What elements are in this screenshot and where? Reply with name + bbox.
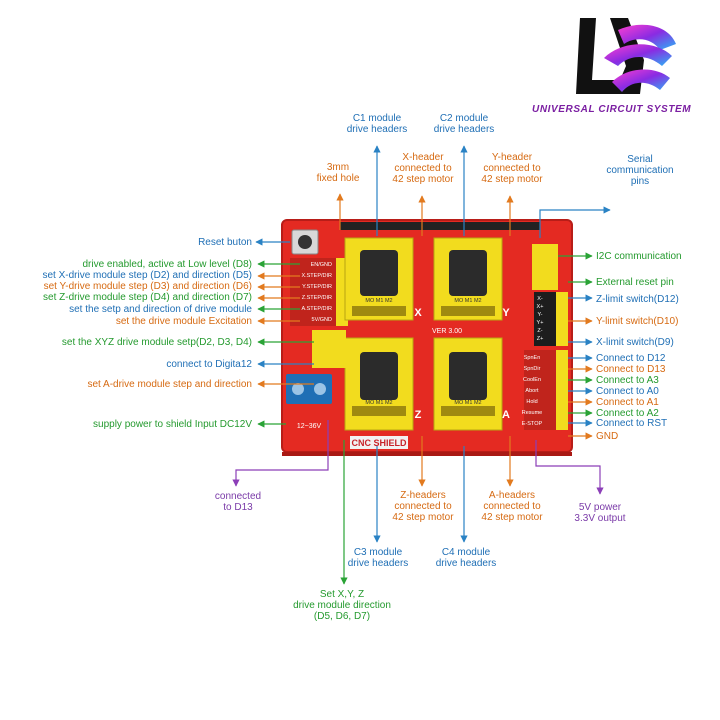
label-z-limit: Z-limit switch(D12) bbox=[596, 294, 679, 305]
label-setp-direction: set the setp and direction of drive modu… bbox=[69, 304, 252, 315]
board-axis-mark: Z bbox=[415, 409, 422, 421]
board-left-pin: A.STEP/DIR bbox=[301, 306, 332, 312]
top-header-row bbox=[340, 222, 540, 230]
board-bottom-pin: SpnDir bbox=[524, 366, 541, 372]
driver-chip-label: MO M1 M2 bbox=[365, 400, 392, 406]
driver-module-z bbox=[344, 337, 414, 431]
label-excitation: set the drive module Excitation bbox=[115, 316, 252, 327]
label-supply-power: supply power to shield Input DC12V bbox=[93, 419, 252, 430]
board-version: VER 3.00 bbox=[432, 328, 462, 335]
label-y-step: set Y-drive module step (D3) and directi… bbox=[43, 281, 252, 292]
board-title-plate bbox=[350, 436, 408, 449]
label-reset-button: Reset buton bbox=[198, 237, 252, 248]
label-connect-rst: Connect to RST bbox=[596, 418, 668, 429]
board-title: CNC SHIELD bbox=[351, 438, 407, 448]
label-x-limit: X-limit switch(D9) bbox=[596, 337, 674, 348]
board-right-pin: X- bbox=[537, 296, 543, 302]
board-bottom-pin: SpnEn bbox=[524, 355, 541, 361]
label-connect-d12: Connect to D12 bbox=[596, 353, 666, 364]
label-y-limit: Y-limit switch(D10) bbox=[596, 316, 679, 327]
driver-chip-label: MO M1 M2 bbox=[365, 298, 392, 304]
driver-module-x bbox=[344, 237, 414, 321]
board-right-pin: Y+ bbox=[537, 320, 544, 326]
reset-button bbox=[291, 229, 319, 255]
label-xyz-setp: set the XYZ drive module setp(D2, D3, D4… bbox=[61, 337, 252, 348]
board-axis-mark: A bbox=[502, 409, 510, 421]
label-digital12: connect to Digita12 bbox=[166, 359, 252, 370]
board-left-pin: EN/GND bbox=[311, 262, 332, 268]
label-i2c: I2C communication bbox=[596, 251, 682, 262]
board-right-pin: Z- bbox=[537, 328, 542, 334]
label-enable: drive enabled, active at Low level (D8) bbox=[82, 259, 252, 270]
label-connect-a3: Connect to A3 bbox=[596, 375, 659, 386]
label-connect-a1: Connect to A1 bbox=[596, 397, 659, 408]
driver-chip-label: MO M1 M2 bbox=[454, 400, 481, 406]
driver-chip-label: MO M1 M2 bbox=[454, 298, 481, 304]
board-bottom-pin: Resume bbox=[522, 410, 542, 416]
label-connect-a2: Connect to A2 bbox=[596, 408, 659, 419]
label-z-step: set Z-drive module step (D4) and directi… bbox=[43, 292, 252, 303]
board-bottom-pin: Abort bbox=[525, 388, 539, 394]
brand-name: UNIVERSAL CIRCUIT SYSTEM bbox=[532, 104, 692, 115]
board-left-pin: 5V/GND bbox=[312, 317, 333, 323]
board-bottom-pin: CoolEn bbox=[523, 377, 541, 383]
board-axis-mark: X bbox=[414, 307, 422, 319]
label-gnd: GND bbox=[596, 431, 619, 442]
label-connect-d13: Connect to D13 bbox=[596, 364, 666, 375]
arrows bbox=[232, 145, 611, 585]
board-right-pin: X+ bbox=[537, 304, 544, 310]
board-left-pin: Z.STEP/DIR bbox=[302, 295, 332, 301]
board-power-label: 12~36V bbox=[297, 423, 322, 430]
board-left-pin: Y.STEP/DIR bbox=[302, 284, 332, 290]
board-bottom-pin: Hold bbox=[526, 399, 537, 405]
power-terminal bbox=[286, 374, 332, 404]
board-right-pin: Z+ bbox=[537, 336, 544, 342]
board-right-pin: Y- bbox=[538, 312, 543, 318]
board-axis-mark: Y bbox=[502, 307, 510, 319]
driver-module-y bbox=[433, 237, 503, 321]
driver-module-a bbox=[433, 337, 503, 431]
label-a-step: set A-drive module step and direction bbox=[87, 379, 252, 390]
label-connect-a0: Connect to A0 bbox=[596, 386, 659, 397]
board-bottom-pin: E-STOP bbox=[522, 421, 543, 427]
brand-logo bbox=[576, 18, 676, 94]
label-external-reset: External reset pin bbox=[596, 277, 674, 288]
label-x-step: set X-drive module step (D2) and directi… bbox=[42, 270, 252, 281]
cnc-shield-board bbox=[281, 219, 573, 456]
board-left-pin: X.STEP/DIR bbox=[301, 273, 332, 279]
